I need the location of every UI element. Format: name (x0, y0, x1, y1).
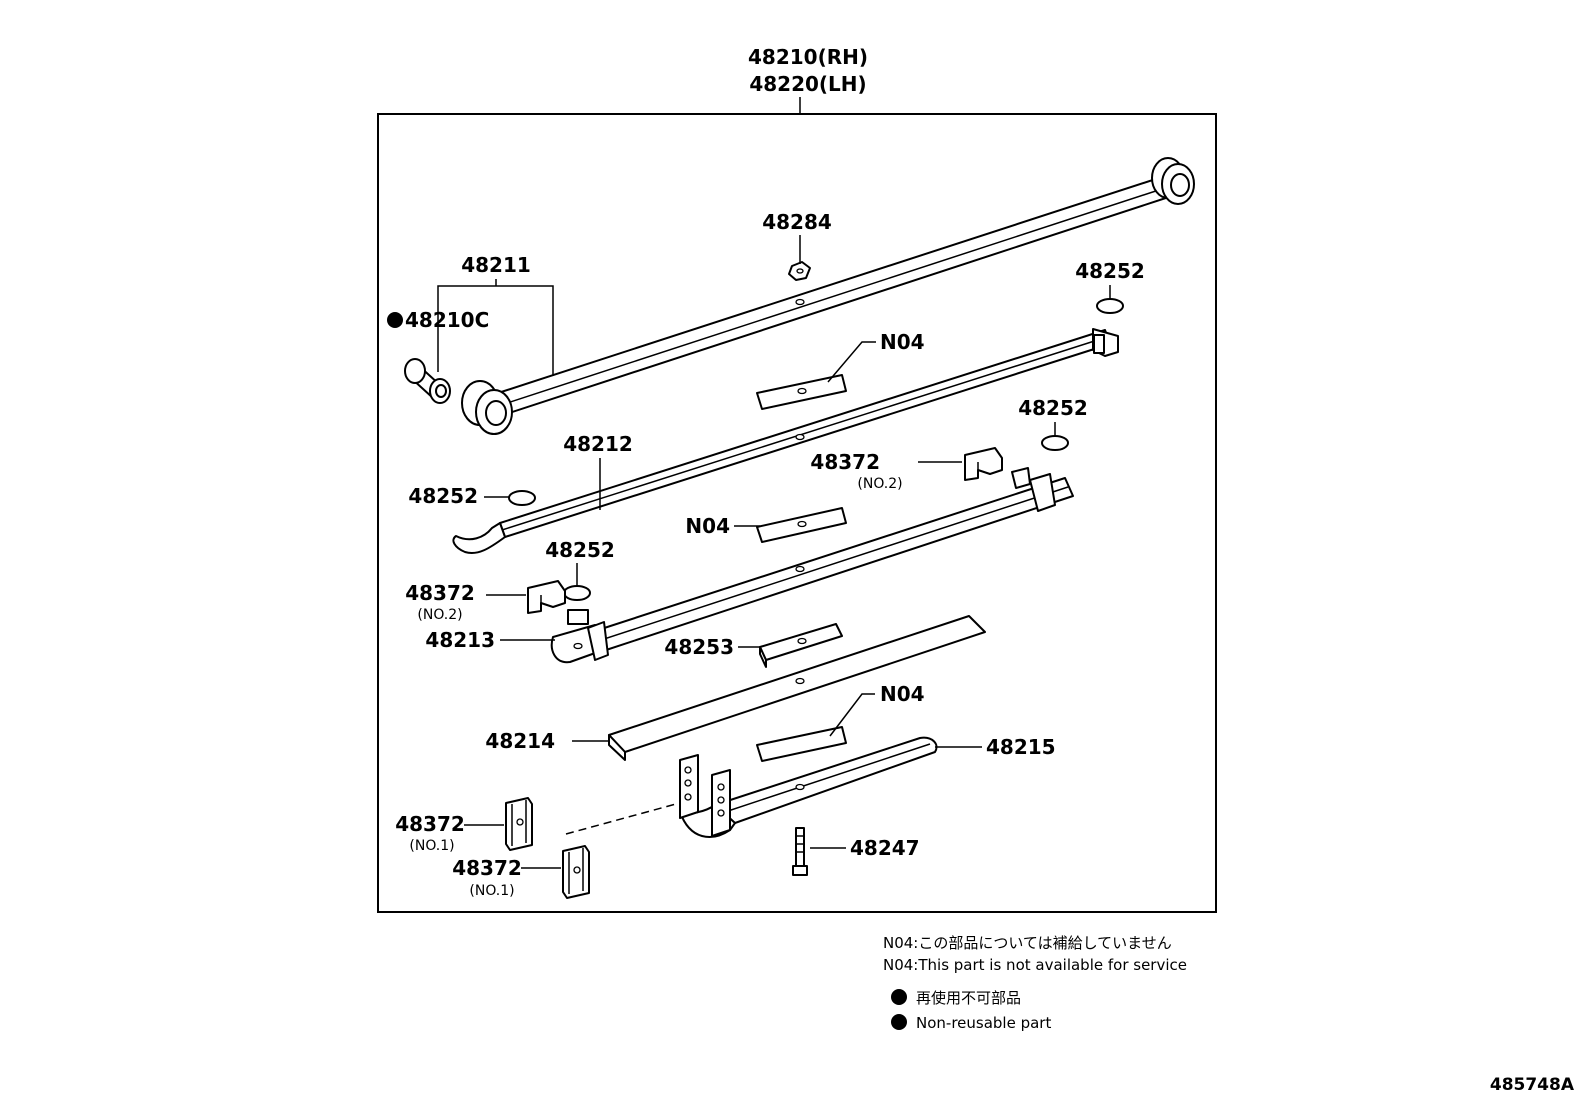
clip-48372-no1-a[interactable] (505, 797, 533, 851)
clip-48372-no2-a[interactable] (964, 447, 1003, 481)
leader-lines (437, 235, 1111, 869)
label-48214[interactable]: 48214 (485, 729, 555, 753)
label-48252-b[interactable]: 48252 (1018, 396, 1088, 420)
label-48211[interactable]: 48211 (461, 253, 531, 277)
clip-48372-no2-b[interactable] (527, 580, 566, 614)
spacer-48253[interactable] (759, 623, 843, 668)
label-48372-no2-a[interactable]: 48372 (810, 450, 880, 474)
bushing-48210c[interactable] (404, 358, 451, 404)
non-reusable-marker-48210c (387, 312, 403, 328)
label-48252-a[interactable]: 48252 (1075, 259, 1145, 283)
label-48284[interactable]: 48284 (762, 210, 832, 234)
note-n04-jp: N04:この部品については補給していません (883, 934, 1172, 952)
silencer-48252-a[interactable] (1096, 298, 1124, 314)
silencer-48252-b[interactable] (1041, 435, 1069, 451)
leaf-48212[interactable] (452, 328, 1119, 554)
label-48372-no1-b[interactable]: 48372 (452, 856, 522, 880)
assembly-frame (377, 113, 1217, 913)
label-48372-no2-b-sub: (NO.2) (417, 607, 462, 623)
main-leaf-48211[interactable] (461, 157, 1195, 435)
assembly-part-lh[interactable]: 48220(LH) (749, 72, 866, 96)
label-48252-c[interactable]: 48252 (408, 484, 478, 508)
label-48252-d[interactable]: 48252 (545, 538, 615, 562)
assembly-part-rh[interactable]: 48210(RH) (748, 45, 868, 69)
label-48372-no2-a-sub: (NO.2) (857, 476, 902, 492)
bolt-48247[interactable] (792, 827, 808, 876)
legend-bullet-jp (891, 989, 907, 1005)
label-48372-no2-b[interactable]: 48372 (405, 581, 475, 605)
legend-non-reusable-jp: 再使用不可部品 (916, 989, 1021, 1007)
pad-n04-b-hole (797, 520, 807, 528)
pad-n04-c[interactable] (756, 726, 847, 762)
label-48212[interactable]: 48212 (563, 432, 633, 456)
label-n04-b[interactable]: N04 (685, 514, 730, 538)
label-48247[interactable]: 48247 (850, 836, 920, 860)
leaf-48215[interactable] (679, 736, 938, 838)
silencer-48252-d[interactable] (563, 585, 591, 601)
legend-bullet-en (891, 1014, 907, 1030)
label-n04-a[interactable]: N04 (880, 330, 925, 354)
alignment-dashed-line (565, 803, 677, 835)
pad-n04-a-hole (797, 387, 807, 395)
silencer-48252-c[interactable] (508, 490, 536, 506)
label-48253[interactable]: 48253 (664, 635, 734, 659)
note-n04-en: N04:This part is not available for servi… (883, 956, 1187, 974)
label-48213[interactable]: 48213 (425, 628, 495, 652)
diagram-code: 485748A (1490, 1075, 1575, 1095)
legend-non-reusable-en: Non-reusable part (916, 1014, 1051, 1032)
label-48215[interactable]: 48215 (986, 735, 1056, 759)
label-48372-no1-a-sub: (NO.1) (409, 838, 454, 854)
nut-48284[interactable] (788, 261, 811, 281)
leaf-48213[interactable] (550, 467, 1074, 664)
label-n04-c[interactable]: N04 (880, 682, 925, 706)
label-48372-no1-b-sub: (NO.1) (469, 883, 514, 899)
label-48372-no1-a[interactable]: 48372 (395, 812, 465, 836)
label-48210c[interactable]: 48210C (405, 308, 489, 332)
clip-48372-no1-b[interactable] (562, 845, 590, 899)
